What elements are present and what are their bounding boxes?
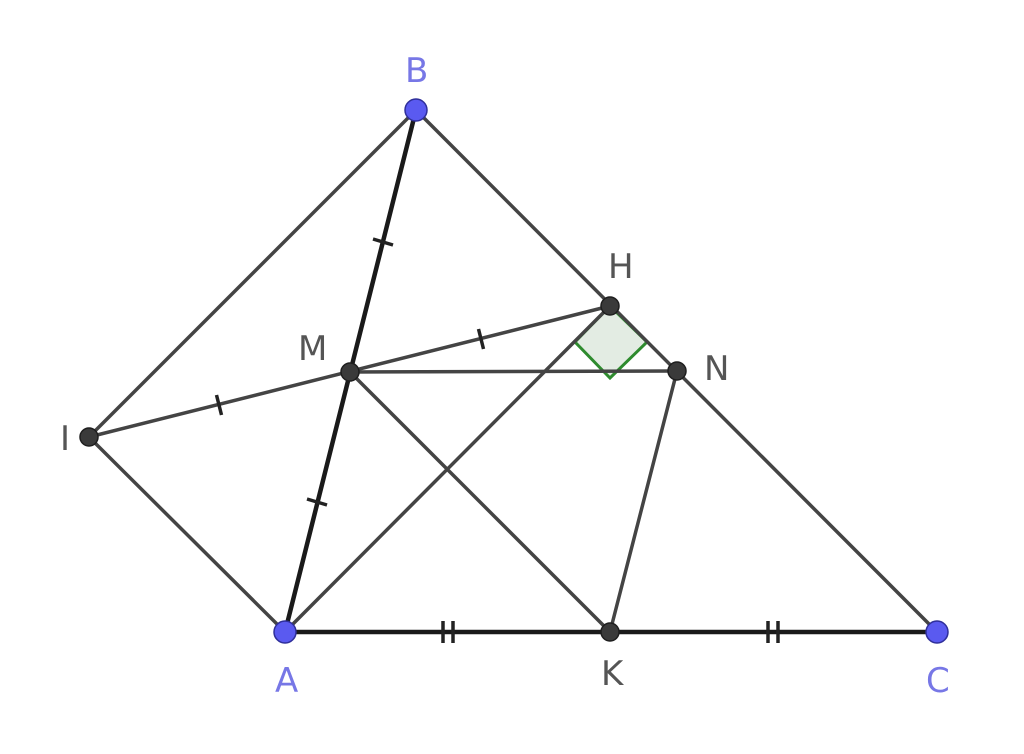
label-i: I (60, 419, 70, 459)
segment-ah (283, 304, 612, 634)
tick-bm (372, 237, 394, 247)
point-n[interactable] (667, 361, 687, 381)
right-angle-marker-h (572, 303, 650, 381)
label-k: K (601, 654, 625, 694)
segment-mk (348, 370, 612, 634)
point-h[interactable] (600, 296, 620, 316)
tick-ma (306, 497, 328, 507)
label-m: M (298, 329, 327, 369)
point-a[interactable] (273, 620, 297, 644)
label-c: C (926, 661, 950, 701)
tick-mh (476, 328, 486, 350)
label-b: B (405, 51, 428, 91)
label-h: H (608, 247, 634, 287)
point-k[interactable] (600, 622, 620, 642)
label-n: N (704, 349, 729, 389)
tick-im (214, 394, 224, 416)
segment-ia (87, 435, 287, 634)
point-m[interactable] (340, 362, 360, 382)
point-i[interactable] (79, 427, 99, 447)
point-c[interactable] (925, 620, 949, 644)
segment-mn (348, 369, 679, 374)
segment-nk (608, 369, 679, 634)
point-b[interactable] (404, 98, 428, 122)
segment-ib (87, 108, 418, 439)
label-a: A (275, 661, 298, 701)
